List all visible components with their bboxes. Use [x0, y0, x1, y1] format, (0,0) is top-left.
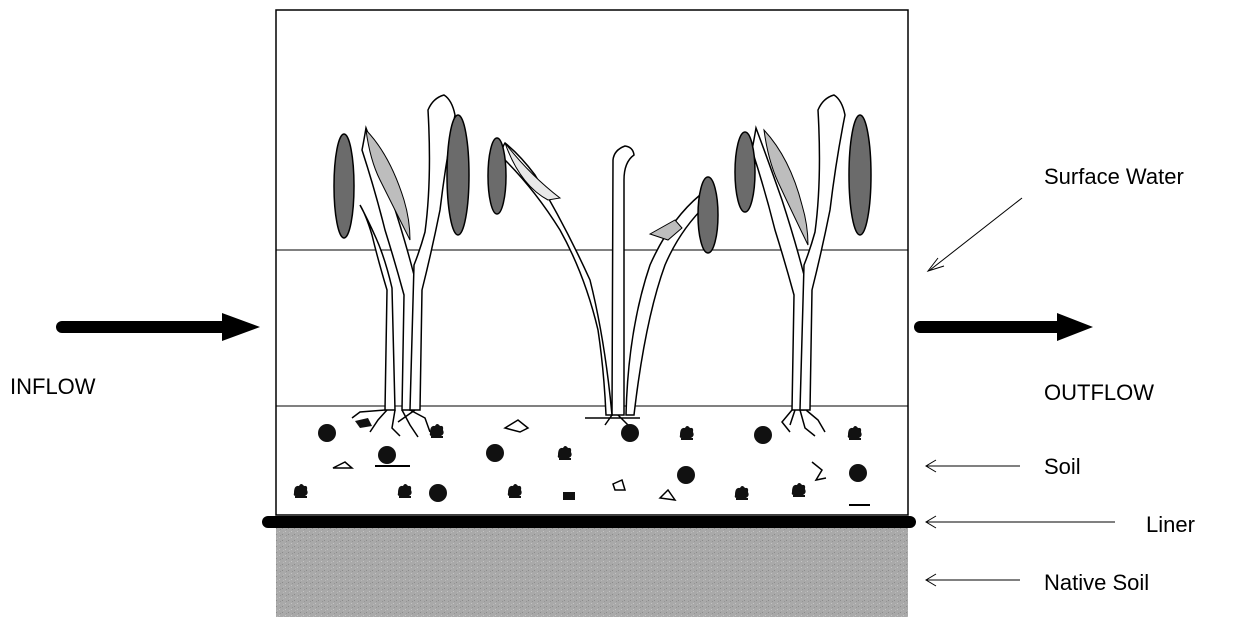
plant-center — [488, 138, 718, 425]
plant-right — [735, 95, 871, 436]
inflow-arrow-icon — [62, 313, 260, 341]
outflow-arrow-icon — [920, 313, 1093, 341]
surface-water-pointer-icon — [928, 198, 1022, 271]
soil-pointer-icon — [926, 460, 1020, 472]
native-soil-layer — [276, 523, 908, 617]
liner-label: Liner — [1146, 512, 1195, 537]
outflow-label: OUTFLOW — [1044, 380, 1154, 405]
soil-label: Soil — [1044, 454, 1081, 479]
soil-particles — [294, 418, 870, 505]
native-soil-label: Native Soil — [1044, 570, 1149, 595]
native-soil-pointer-icon — [926, 574, 1020, 586]
liner-pointer-icon — [926, 516, 1115, 528]
plant-left — [334, 95, 469, 437]
surface-water-label: Surface Water — [1044, 164, 1184, 189]
inflow-label: INFLOW — [10, 374, 96, 399]
